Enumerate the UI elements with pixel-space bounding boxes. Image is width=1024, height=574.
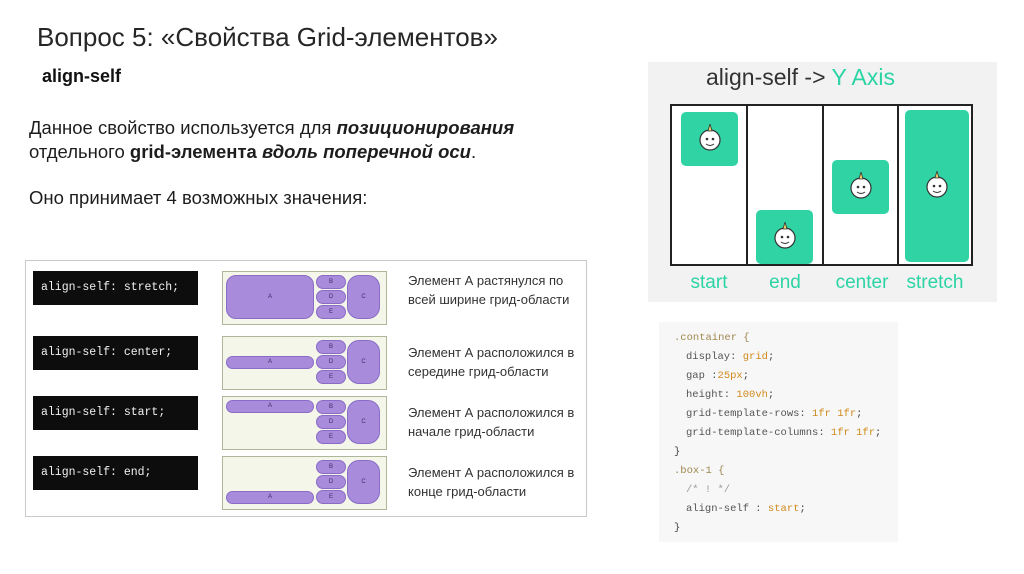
grid-demo: A B D E C: [222, 336, 387, 390]
code-token: grid-template-rows:: [686, 408, 806, 420]
code-token: 100vh: [730, 389, 768, 401]
code-token: 1fr 1fr: [824, 427, 876, 439]
grid-item-end: [756, 210, 813, 264]
code-line: grid-template-columns: 1fr 1fr;: [686, 427, 881, 439]
code-token: 25px: [717, 370, 743, 382]
item-c: C: [347, 340, 380, 384]
item-e: E: [316, 370, 346, 384]
grid-item-center: [832, 160, 889, 214]
grid-demo: A B D E C: [222, 456, 387, 510]
item-b: B: [316, 275, 346, 289]
emphasis-span: вдоль поперечной оси: [261, 141, 471, 162]
unicorn-icon: [849, 172, 872, 199]
code-token: ;: [767, 389, 775, 401]
code-token: grid-template-columns:: [686, 427, 825, 439]
grid-item-stretch: [905, 110, 969, 262]
code-snippet: align-self: start;: [33, 396, 198, 430]
code-token: gap :: [686, 370, 718, 382]
code-token: display:: [686, 351, 737, 363]
column-label-center: center: [835, 272, 889, 293]
item-a: A: [226, 400, 314, 413]
code-token: ;: [799, 503, 806, 515]
item-b: B: [316, 400, 346, 414]
code-token: height:: [686, 389, 731, 401]
item-a: A: [226, 356, 314, 369]
code-line: align-self : start;: [686, 503, 806, 515]
code-token: ;: [875, 427, 882, 439]
item-e: E: [316, 305, 346, 319]
row-description: Элемент А расположился в конце грид-обла…: [408, 465, 575, 499]
code-line: display: grid;: [686, 351, 774, 363]
item-a: A: [226, 275, 314, 319]
code-token: ;: [742, 370, 750, 382]
text-span: отдельного: [29, 141, 130, 162]
column-divider: [822, 106, 824, 264]
item-d: D: [316, 290, 346, 304]
code-snippet: align-self: stretch;: [33, 271, 198, 305]
row-description: Элемент А растянулся по всей ширине грид…: [408, 273, 570, 307]
code-snippet: align-self: center;: [33, 336, 198, 370]
grid-demo: A B D E C: [222, 271, 387, 325]
item-d: D: [316, 355, 346, 369]
column-divider: [746, 106, 748, 264]
page-title: Вопрос 5: «Свойства Grid-элементов»: [37, 22, 498, 52]
code-line: gap :25px;: [686, 370, 749, 382]
item-b: B: [316, 340, 346, 354]
code-line: .box-1 {: [674, 465, 724, 477]
item-e: E: [316, 490, 346, 504]
code-token: align-self :: [686, 503, 762, 515]
code-token: 1fr 1fr: [805, 408, 857, 420]
css-code-block: .container { display: grid; gap :25px; h…: [659, 322, 898, 542]
unicorn-icon: [698, 124, 721, 151]
column-divider: [897, 106, 899, 264]
diagram-title-accent: Y Axis: [831, 64, 896, 90]
description-paragraph: Данное свойство используется для позицио…: [29, 116, 629, 164]
code-token: .container {: [674, 332, 750, 344]
code-line: }: [674, 522, 681, 534]
unicorn-icon: [773, 222, 796, 249]
item-a: A: [226, 491, 314, 504]
examples-table: align-self: stretch; A B D E C Элемент А…: [25, 260, 587, 517]
code-line: .container {: [674, 332, 750, 344]
text-span: Данное свойство используется для: [29, 117, 337, 138]
item-d: D: [316, 475, 346, 489]
diagram-title: align-self -> Y Axis: [706, 64, 895, 91]
grid-item-start: [681, 112, 738, 166]
text-span: .: [470, 141, 477, 162]
column-label-end: end: [769, 272, 801, 293]
code-comment: /* ! */: [686, 484, 731, 496]
code-line: height: 100vh;: [686, 389, 774, 401]
code-line: grid-template-rows: 1fr 1fr;: [686, 408, 862, 420]
bold-span: grid-элемента: [129, 141, 257, 162]
code-snippet: align-self: end;: [33, 456, 198, 490]
diagram-title-main: align-self ->: [706, 64, 832, 90]
code-token: ;: [856, 408, 863, 420]
column-label-stretch: stretch: [906, 272, 964, 293]
item-c: C: [347, 275, 380, 319]
subtitle: align-self: [42, 66, 122, 86]
row-description: Элемент А расположился в середине грид-о…: [408, 345, 575, 379]
column-label-start: start: [690, 272, 728, 293]
grid-container: [670, 104, 973, 266]
emphasis-span: позиционирования: [336, 117, 515, 138]
item-c: C: [347, 460, 380, 504]
item-e: E: [316, 430, 346, 444]
row-description: Элемент А расположился в начале грид-обл…: [408, 405, 575, 439]
unicorn-icon: [926, 171, 948, 198]
code-line: }: [674, 446, 681, 458]
item-d: D: [316, 415, 346, 429]
item-c: C: [347, 400, 380, 444]
values-intro: Оно принимает 4 возможных значения:: [29, 187, 368, 208]
code-token: grid: [736, 351, 768, 363]
item-b: B: [316, 460, 346, 474]
code-token: start: [761, 503, 800, 515]
code-token: .box-1 {: [674, 465, 725, 477]
grid-demo: A B D E C: [222, 396, 387, 450]
align-self-diagram: align-self -> Y Axis: [648, 62, 997, 302]
code-token: ;: [767, 351, 775, 363]
